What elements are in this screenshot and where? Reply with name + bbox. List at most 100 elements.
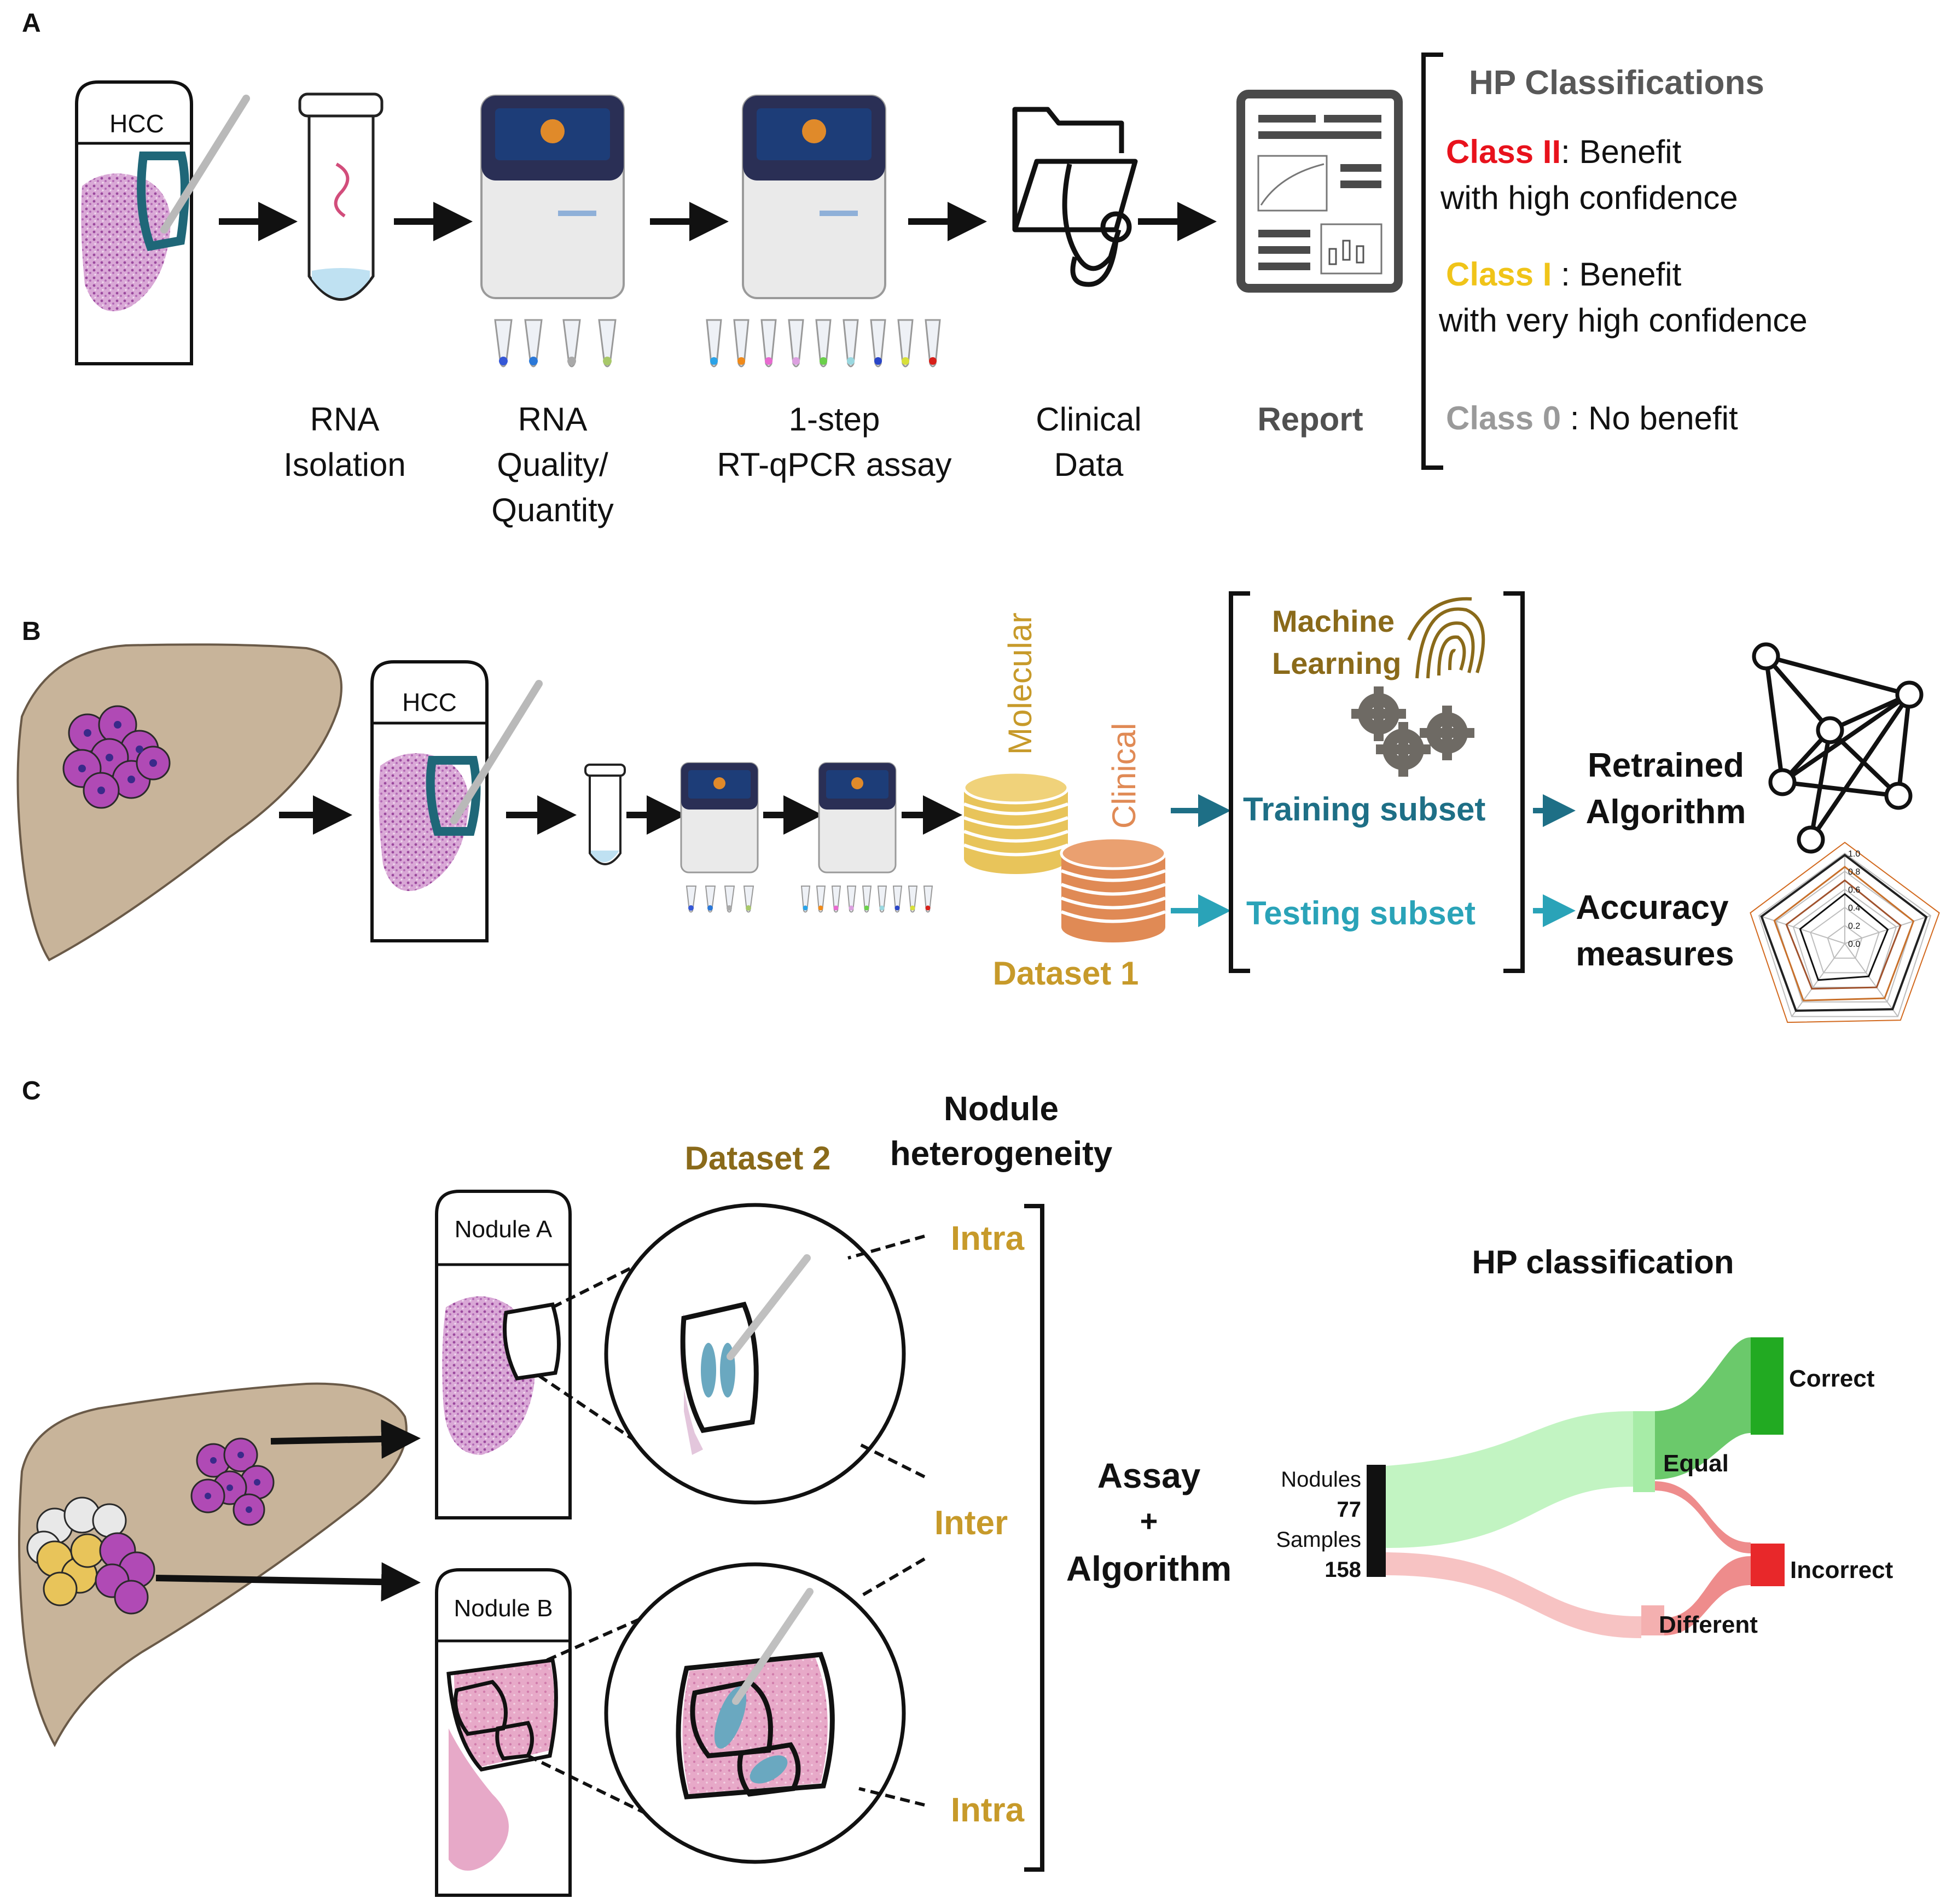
intra-label: Intra — [951, 1220, 1025, 1257]
panel-c-letter: C — [22, 1076, 41, 1105]
class0-line: Class 0 : No benefit — [1446, 400, 1738, 436]
hcc-slide-icon: HCC — [75, 80, 250, 365]
bracket — [1503, 591, 1525, 973]
retrained-label: Algorithm — [1586, 793, 1746, 831]
sankey-nodules-value: 77 — [1337, 1498, 1362, 1522]
testing-subset-label: Testing subset — [1246, 895, 1476, 931]
sankey-label-different: Different — [1659, 1611, 1758, 1638]
classifications-title: HP Classifications — [1469, 64, 1764, 102]
bracket — [1024, 1204, 1044, 1872]
qpcr-instrument-icon — [480, 95, 625, 299]
sankey-node-samples — [1367, 1465, 1386, 1577]
nodule-a-zoom — [538, 1203, 926, 1505]
sankey-flow-correct — [1654, 1337, 1751, 1480]
hcc-slide-label: HCC — [402, 688, 457, 717]
radar-grid — [1758, 852, 1932, 1017]
inter-label: Inter — [934, 1504, 1008, 1542]
radar-tick-label: 0.8 — [1848, 867, 1860, 877]
nodule-b-label: Nodule B — [454, 1595, 553, 1622]
class1-line: Class I : Benefit — [1446, 256, 1682, 293]
step-label: Quantity — [491, 492, 613, 528]
ml-label: Machine — [1272, 604, 1395, 638]
accuracy-label: Accuracy — [1576, 889, 1729, 927]
radar-tick-label: 0.6 — [1848, 886, 1860, 895]
sankey-flow-different — [1386, 1552, 1641, 1638]
step-label: Isolation — [283, 446, 405, 483]
qpcr-instrument-icon — [680, 762, 759, 874]
step-label: RNA — [310, 401, 380, 438]
qpcr-instrument-icon — [818, 762, 897, 874]
sankey-diagram: HP classification Nodules 77 Samples 158… — [1276, 1244, 1893, 1638]
step-label: Clinical — [1036, 401, 1141, 438]
radar-tick-label: 0.4 — [1848, 904, 1860, 913]
panel-b-letter: B — [22, 617, 41, 646]
fingerprint-icon — [1407, 597, 1485, 679]
step-label: Quality/ — [497, 446, 608, 483]
radar-series-outline — [1760, 853, 1928, 1012]
panel-a: A HCC — [22, 9, 1808, 528]
molecular-stack-icon — [962, 771, 1070, 874]
radar-series-outline — [1785, 879, 1902, 990]
sankey-flow-incorrect — [1663, 1556, 1751, 1635]
dataset1-label: Dataset 1 — [993, 955, 1139, 992]
assay-algorithm-label: Algorithm — [1066, 1549, 1232, 1588]
arrow — [155, 1562, 421, 1602]
radar-series-outline — [1773, 865, 1915, 1002]
radar-chart-icon: 1.00.80.60.40.20.0 — [1750, 841, 1940, 1023]
step-label: RT-qPCR assay — [717, 446, 951, 483]
step-label: RNA — [518, 401, 588, 438]
sample-tubes-4 — [494, 319, 617, 368]
intra-label: Intra — [951, 1791, 1025, 1829]
step-label: 1-step — [789, 401, 880, 438]
sankey-title: HP classification — [1472, 1244, 1734, 1280]
nodule-a-slide: Nodule A — [435, 1190, 572, 1519]
nodule-heterogeneity-title: Nodule — [944, 1090, 1059, 1128]
bracket — [1421, 53, 1443, 470]
sankey-label-incorrect: Incorrect — [1790, 1557, 1893, 1583]
dataset2-label: Dataset 2 — [685, 1140, 831, 1177]
training-subset-label: Training subset — [1243, 791, 1485, 828]
step-label-report: Report — [1257, 401, 1363, 438]
radar-series-outline — [1799, 893, 1889, 981]
clinical-stack-icon — [1060, 836, 1167, 942]
sankey-node-correct — [1751, 1337, 1784, 1435]
bracket — [1229, 591, 1250, 973]
sankey-nodules-label: Nodules — [1281, 1468, 1361, 1492]
class2-line: Class II: Benefit — [1446, 133, 1682, 170]
nodule-b-zoom — [527, 1557, 926, 1864]
liver-icon — [16, 643, 342, 962]
hcc-slide-icon: HCC — [370, 660, 543, 942]
tube-icon — [298, 92, 384, 301]
nodule-b-slide: Nodule B — [435, 1568, 572, 1897]
sample-tubes-9 — [800, 886, 933, 913]
sankey-flow-equal — [1386, 1411, 1633, 1548]
sankey-label-correct: Correct — [1789, 1365, 1875, 1392]
nodule-a-label: Nodule A — [455, 1216, 553, 1243]
gears-icon — [1351, 686, 1474, 777]
retrained-label: Retrained — [1588, 747, 1744, 784]
sankey-node-different — [1641, 1605, 1664, 1635]
panel-a-letter: A — [22, 9, 41, 38]
hcc-slide-label: HCC — [109, 109, 164, 138]
sankey-label-equal: Equal — [1663, 1450, 1729, 1477]
nodule-heterogeneity-title: heterogeneity — [890, 1135, 1113, 1173]
sample-tubes-9 — [706, 319, 941, 368]
sankey-samples-value: 158 — [1325, 1558, 1361, 1582]
radar-tick-label: 1.0 — [1848, 849, 1860, 859]
panel-b: B HCC — [16, 591, 1940, 1023]
radar-series-outline — [1750, 841, 1940, 1023]
network-graph-icon — [1752, 642, 1924, 854]
liver-icon — [18, 1382, 408, 1748]
class2-desc: with high confidence — [1440, 179, 1738, 216]
report-icon — [1236, 90, 1403, 293]
assay-algorithm-label: Assay — [1097, 1456, 1201, 1495]
tube-icon — [584, 764, 626, 865]
radar-tick-label: 0.2 — [1848, 922, 1860, 931]
radar-grid — [1810, 906, 1880, 974]
arrow — [270, 1419, 421, 1459]
clinical-label: Clinical — [1106, 723, 1142, 829]
radar-grid — [1827, 924, 1863, 959]
accuracy-label: measures — [1576, 935, 1734, 973]
step-label: Data — [1054, 446, 1124, 483]
